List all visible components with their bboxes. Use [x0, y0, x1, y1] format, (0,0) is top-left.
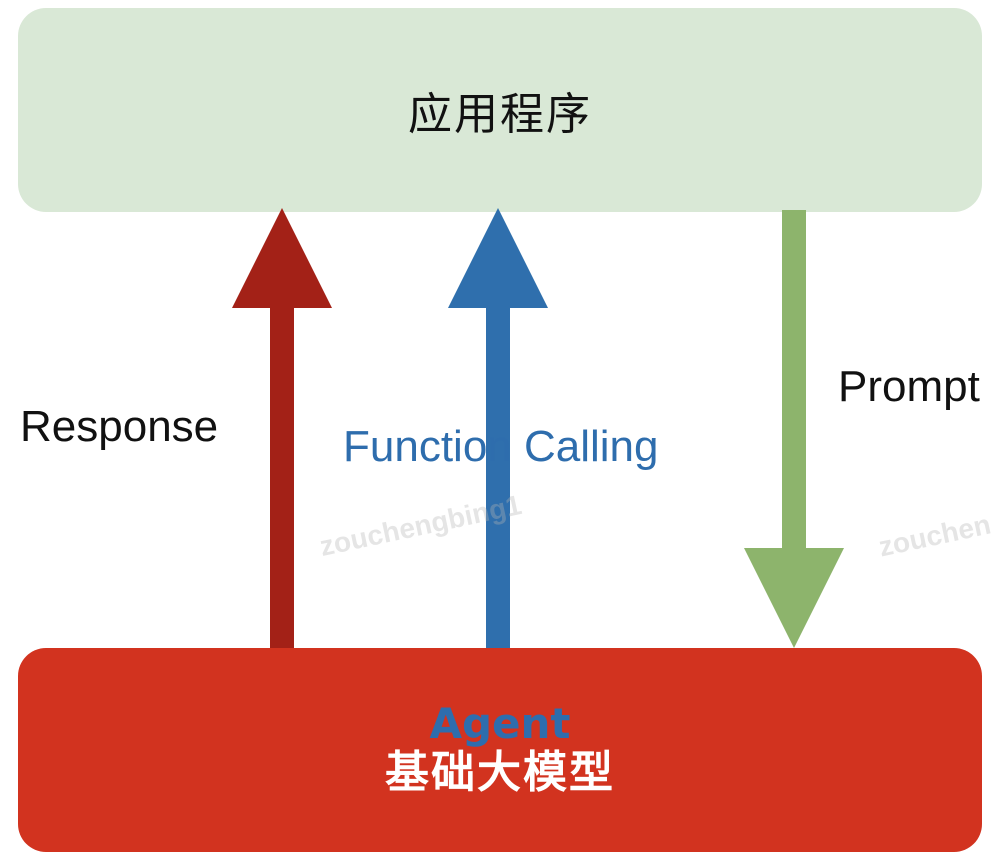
agent-box: Agent 基础大模型: [18, 648, 982, 852]
application-label: 应用程序: [408, 89, 592, 140]
prompt-arrow: [744, 210, 844, 648]
base-model-label: 基础大模型: [385, 746, 615, 798]
agent-label: Agent: [429, 698, 571, 748]
function-calling-arrow: [448, 208, 548, 650]
response-arrow: [232, 208, 332, 650]
application-box: 应用程序: [18, 8, 982, 212]
function-calling-label: Function Calling: [343, 422, 659, 471]
prompt-label: Prompt: [838, 362, 980, 411]
response-label: Response: [20, 402, 219, 451]
